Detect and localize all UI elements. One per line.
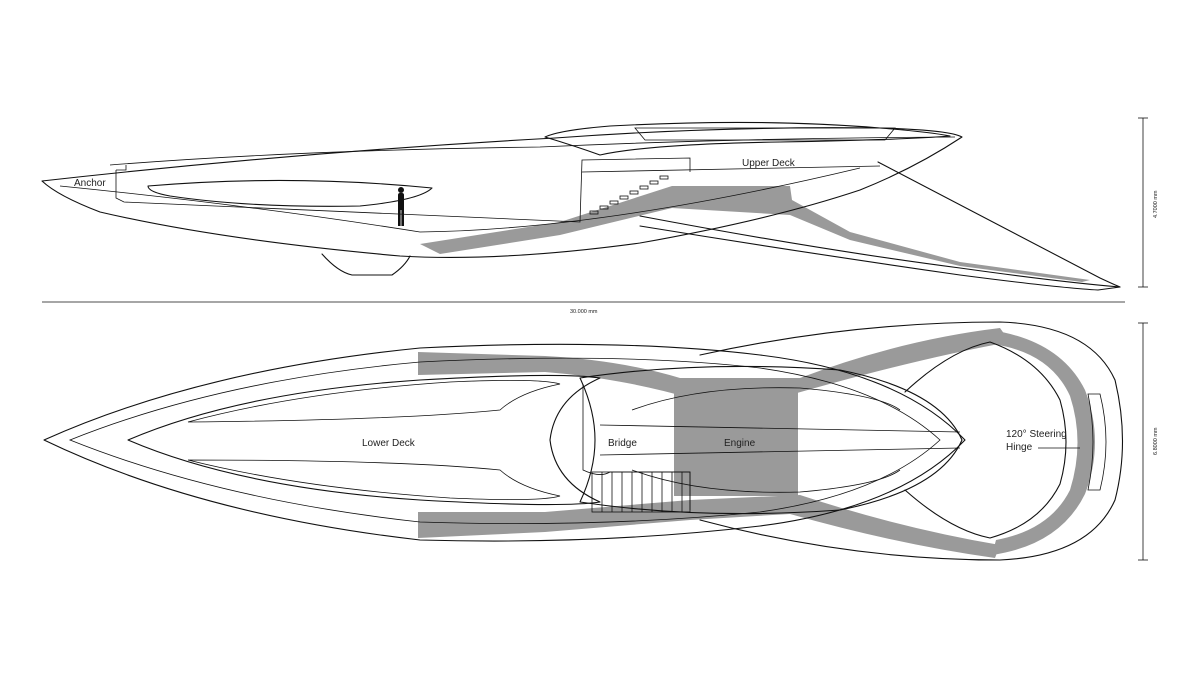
side-canopy — [544, 121, 951, 156]
label-lower-deck: Lower Deck — [362, 438, 416, 449]
plan-engine-shade — [674, 382, 798, 496]
plan-pontoon-bottom-shade — [418, 512, 545, 538]
label-engine: Engine — [724, 438, 756, 449]
plan-pontoon-top-shade — [418, 352, 545, 375]
label-bridge: Bridge — [608, 438, 637, 449]
plan-canopy-oval — [631, 387, 901, 411]
plan-centre-rail-top — [599, 424, 961, 433]
person-silhouette — [398, 187, 404, 226]
side-elevation — [41, 117, 1148, 291]
dim-length-label: 30.000 mm — [570, 309, 598, 315]
label-steering-line1: 120° Steering — [1006, 429, 1067, 440]
label-anchor: Anchor — [74, 178, 106, 189]
plan-hull-outline — [43, 343, 966, 542]
plan-centre-rail-bottom — [599, 447, 961, 456]
plan-canopy — [579, 365, 963, 515]
side-upper-deck-floor — [581, 165, 881, 173]
side-cabin-window — [147, 179, 433, 207]
side-cabin-frame — [115, 157, 691, 223]
label-upper-deck: Upper Deck — [742, 158, 796, 169]
plan-view — [43, 321, 1148, 561]
plan-stern-pod — [699, 321, 1124, 561]
dim-plan-width-label: 6.8000 mm — [1153, 427, 1159, 455]
dim-side-height-label: 4.7000 mm — [1153, 190, 1159, 218]
side-hull-outline — [41, 127, 963, 258]
side-sheer-line — [109, 136, 956, 166]
plan-steering-wedge — [904, 341, 1067, 539]
plan-boom-lower-shade — [545, 495, 1000, 558]
plan-lower-deck-window-top — [187, 380, 561, 423]
plan-stairs — [591, 471, 691, 513]
plan-hull-inner-line — [68, 357, 941, 525]
side-strut-shade — [420, 186, 1090, 282]
plan-lower-deck-window-bottom — [187, 459, 561, 500]
plan-lower-deck-cabin — [127, 374, 601, 506]
side-stern-boom-lower — [639, 215, 1121, 291]
side-stairs — [589, 175, 669, 215]
plan-boom-upper-shade — [545, 328, 1010, 398]
label-steering-line2: Hinge — [1006, 442, 1033, 453]
plan-stern-u-shade — [990, 330, 1095, 555]
side-keel-fin — [321, 253, 411, 276]
side-canopy-window — [634, 127, 896, 141]
side-hull-inner-line — [59, 167, 861, 233]
plan-stern-transom — [1087, 393, 1107, 491]
